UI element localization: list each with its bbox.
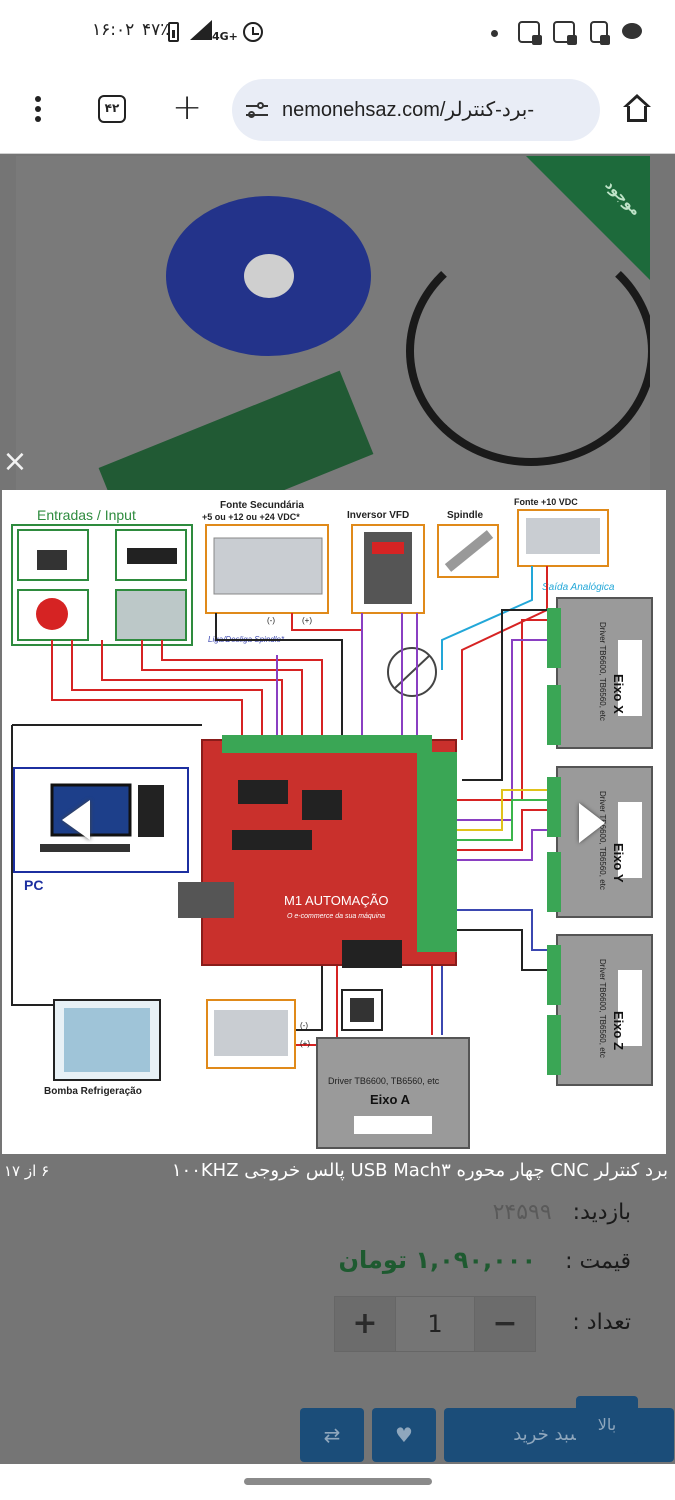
system-nav-bar	[0, 1464, 675, 1500]
product-photo: موجود	[16, 156, 650, 490]
visits-row: بازدید: ۲۴۵۹۹	[493, 1200, 631, 1225]
wishlist-button[interactable]: ♥	[372, 1408, 436, 1462]
eixo-y-label: Eixo Y	[611, 843, 626, 883]
notification-icon	[590, 21, 610, 45]
brand-sub: O e-commerce da sua máquina	[287, 913, 385, 920]
home-icon[interactable]	[622, 94, 652, 124]
pc-label: PC	[24, 877, 43, 893]
notification-icon	[553, 21, 577, 45]
bomba-label: Bomba Refrigeração	[44, 1086, 142, 1097]
close-lightbox-button[interactable]: ×	[2, 444, 28, 479]
psu-minus: (-)	[300, 1021, 308, 1030]
visits-value: ۲۴۵۹۹	[492, 1200, 552, 1225]
fonte-plus: (+)	[302, 616, 312, 625]
eixo-z-label: Eixo Z	[611, 1011, 626, 1050]
inputs-label: Entradas / Input	[37, 507, 136, 523]
quantity-stepper: + 1 −	[334, 1296, 536, 1352]
quantity-label: تعداد :	[572, 1310, 631, 1335]
battery-icon	[168, 22, 179, 42]
browser-toolbar: ۴۲ + nemonehsaz.com/برد-کنترلر-	[0, 66, 675, 154]
fonte-minus: (-)	[267, 616, 275, 625]
network-type: 4G+	[212, 30, 238, 43]
add-to-cart-button[interactable]: به سبد خرید	[444, 1408, 674, 1462]
gesture-handle[interactable]	[244, 1478, 432, 1485]
address-bar[interactable]: nemonehsaz.com/برد-کنترلر-	[232, 79, 600, 141]
price-row: قیمت : ۱,۰۹۰,۰۰۰ تومان	[339, 1246, 631, 1274]
vfd-label: Inversor VFD	[347, 510, 409, 521]
tab-switcher-button[interactable]: ۴۲	[98, 95, 126, 123]
lightbox-image: Entradas / Input Fonte Secundária +5 ou …	[2, 490, 666, 1154]
fonte-sec-sub: +5 ou +12 ou +24 VDC*	[202, 512, 300, 522]
site-settings-icon[interactable]	[246, 101, 268, 119]
price-value: ۱,۰۹۰,۰۰۰ تومان	[338, 1246, 537, 1274]
previous-image-button[interactable]	[62, 800, 90, 840]
board-image	[98, 370, 374, 490]
image-caption: برد کنترلر CNC چهار محوره USB Mach۳ پالس…	[171, 1160, 668, 1181]
cd-image	[166, 196, 371, 356]
saida-label: Saída Analógica	[542, 582, 615, 593]
chat-icon	[622, 23, 642, 39]
more-notifications-icon	[491, 30, 498, 37]
signal-icon	[190, 20, 212, 40]
psu-plus: (+)	[300, 1039, 310, 1048]
eixo-a-label: Eixo A	[370, 1092, 411, 1107]
visits-label: بازدید:	[572, 1200, 631, 1225]
url-text[interactable]: nemonehsaz.com/برد-کنترلر-	[282, 99, 535, 121]
status-time: ۱۶:۰۲	[92, 20, 135, 40]
compare-button[interactable]: ⇄	[300, 1408, 364, 1462]
brand-label: M1 AUTOMAÇÃO	[284, 893, 389, 908]
quantity-increase-button[interactable]: +	[334, 1296, 396, 1352]
quantity-decrease-button[interactable]: −	[474, 1296, 536, 1352]
driver-a-text: Driver TB6600, TB6560, etc	[328, 1076, 440, 1086]
new-tab-icon[interactable]: +	[172, 87, 203, 128]
alarm-icon	[243, 22, 263, 42]
notification-icon	[518, 21, 542, 45]
stock-ribbon	[526, 156, 650, 280]
eixo-x-label: Eixo X	[611, 674, 626, 714]
fonte10-label: Fonte +10 VDC	[514, 497, 578, 507]
usb-cable-image	[406, 236, 650, 466]
price-label: قیمت :	[565, 1249, 631, 1274]
compare-icon: ⇄	[323, 1423, 341, 1447]
wiring-diagram: Entradas / Input Fonte Secundária +5 ou …	[11, 497, 653, 1149]
spindle-label: Spindle	[447, 510, 484, 521]
menu-icon[interactable]	[30, 96, 46, 126]
image-counter: ۶ از ۱۷	[4, 1162, 50, 1180]
heart-icon: ♥	[395, 1423, 413, 1447]
status-bar: ۱۶:۰۲ ۴۷٪ 4G+	[0, 0, 675, 66]
fonte-sec-title: Fonte Secundária	[220, 500, 304, 511]
next-image-button[interactable]	[579, 803, 605, 843]
driver-x-text: Driver TB6600, TB6560, etc	[598, 622, 607, 721]
driver-z-text: Driver TB6600, TB6560, etc	[598, 959, 607, 1058]
back-to-top-button[interactable]: بالا	[576, 1396, 638, 1454]
quantity-input[interactable]: 1	[396, 1296, 474, 1352]
battery-percent: ۴۷٪	[142, 20, 170, 40]
